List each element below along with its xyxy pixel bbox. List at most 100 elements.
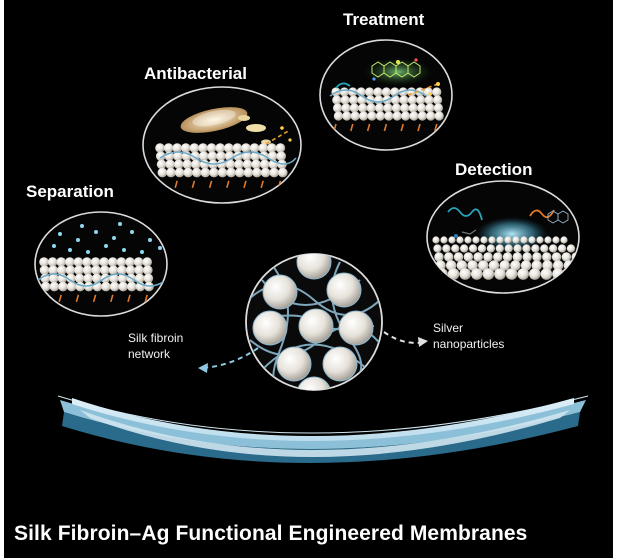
silver-sphere: [242, 159, 253, 170]
silver-sphere: [127, 281, 137, 292]
detection-label: Detection: [455, 160, 533, 179]
silver-sphere: [432, 236, 440, 244]
silver-sphere: [207, 151, 218, 161]
silver-sphere: [226, 167, 236, 178]
silver-sphere: [444, 252, 454, 262]
silver-sphere: [65, 257, 75, 267]
silver-sphere: [471, 268, 483, 280]
particle-dot: [80, 224, 84, 228]
silver-sphere: [117, 273, 128, 284]
silver-sphere: [100, 265, 110, 276]
silver-sphere: [574, 260, 579, 271]
silver-sphere: [276, 151, 287, 161]
linker-mark: [127, 294, 131, 303]
silver-sphere: [499, 260, 510, 271]
silver-sphere: [260, 159, 270, 170]
silver-sphere: [365, 87, 375, 97]
silver-sphere: [488, 236, 496, 244]
particle-dot: [122, 248, 126, 252]
linker-mark: [110, 294, 114, 303]
silver-nanoparticle: [296, 376, 332, 390]
silver-sphere: [512, 252, 523, 262]
silver-sphere: [249, 143, 260, 153]
silver-sphere: [267, 143, 277, 153]
silver-sphere: [434, 252, 444, 262]
silver-sphere: [341, 103, 351, 113]
silver-sphere: [47, 257, 58, 267]
silver-label-line2: nanoparticles: [433, 337, 505, 351]
silver-sphere: [366, 103, 376, 113]
silver-sphere: [436, 268, 448, 280]
silver-sphere: [199, 151, 209, 161]
silver-sphere: [83, 273, 93, 284]
silver-sphere: [417, 111, 427, 121]
silver-sphere: [536, 236, 544, 244]
silver-sphere: [540, 268, 553, 280]
silver-sphere: [381, 87, 391, 97]
silver-sphere: [57, 265, 67, 276]
silver-sphere: [350, 111, 360, 121]
silver-sphere: [483, 252, 493, 262]
silver-sphere: [529, 268, 541, 280]
antibacterial-label: Antibacterial: [144, 64, 247, 83]
particle-dot: [158, 246, 162, 250]
silver-sphere: [332, 95, 342, 105]
silver-sphere: [165, 159, 175, 170]
silver-sphere: [74, 273, 85, 284]
silver-sphere: [65, 265, 76, 276]
silver-sphere: [143, 273, 154, 284]
silver-sphere: [269, 167, 280, 178]
particle-dot: [76, 238, 80, 242]
silver-sphere: [92, 273, 102, 284]
antibacterial-ellipse: [142, 86, 302, 204]
silver-sphere: [432, 87, 442, 97]
silver-sphere: [384, 111, 394, 121]
linker-mark: [383, 123, 388, 132]
silver-label-line1: Silver: [433, 321, 464, 335]
silver-sphere: [109, 273, 119, 284]
silver-sphere: [224, 143, 234, 153]
silver-sphere: [417, 103, 427, 113]
silver-sphere: [198, 143, 208, 153]
silver-sphere: [367, 111, 377, 121]
silver-sphere: [342, 111, 352, 121]
silver-sphere: [557, 244, 567, 253]
linker-mark: [208, 180, 213, 189]
silver-sphere: [433, 103, 443, 113]
silver-nanoparticle: [322, 346, 358, 382]
separation-label: Separation: [26, 182, 114, 201]
silver-sphere: [392, 111, 402, 121]
silver-sphere: [512, 236, 520, 244]
linker-mark: [366, 123, 371, 132]
silver-sphere: [155, 143, 165, 153]
silver-sphere: [235, 167, 245, 178]
silver-sphere: [505, 268, 518, 280]
silver-sphere: [531, 244, 540, 253]
silver-sphere: [143, 265, 153, 276]
silver-sphere: [416, 95, 426, 105]
linker-mark: [191, 180, 196, 189]
silver-sphere: [542, 252, 552, 262]
figure-title: Silk Fibroin–Ag Functional Engineered Me…: [14, 522, 528, 545]
silver-nanoparticle: [326, 272, 362, 308]
particle-dot: [52, 244, 56, 248]
silver-sphere: [173, 151, 183, 161]
silver-sphere: [258, 143, 269, 153]
silver-sphere: [216, 151, 226, 161]
linker-mark: [260, 180, 264, 189]
silver-sphere: [495, 244, 504, 253]
silk-fibroin-label-line2: network: [128, 347, 171, 361]
silver-sphere: [333, 111, 343, 121]
silver-sphere: [156, 159, 167, 170]
silver-sphere: [181, 143, 191, 153]
silver-sphere: [49, 273, 59, 284]
detection-ellipse: [426, 180, 580, 294]
silver-sphere: [133, 257, 144, 267]
silver-sphere: [191, 159, 201, 170]
silver-sphere: [464, 236, 472, 244]
silver-sphere: [182, 159, 193, 170]
silver-sphere: [531, 260, 543, 271]
silver-sphere: [426, 111, 436, 121]
silver-sphere: [99, 257, 109, 267]
